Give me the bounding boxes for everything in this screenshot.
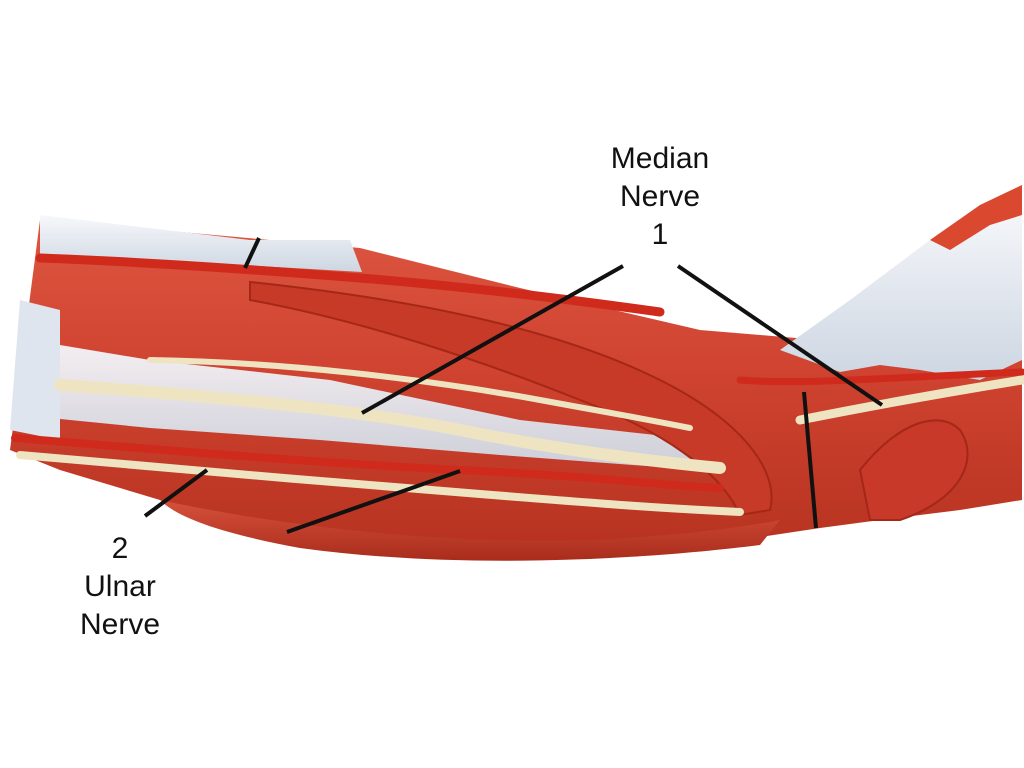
ulnar-nerve-label: 2 Ulnar Nerve	[60, 530, 180, 644]
leader-line-vertical	[802, 391, 818, 529]
lower-forearm-muscle	[160, 500, 780, 561]
elbow-muscle-lower	[858, 419, 969, 521]
ulnar-artery	[11, 434, 724, 492]
elbow-artery	[736, 368, 1024, 386]
ulnar-nerve-label-line1: Ulnar	[84, 570, 156, 603]
median-nerve-number: 1	[651, 218, 669, 251]
elbow-muscle-top	[930, 185, 1022, 250]
median-nerve	[54, 379, 726, 474]
leader-line-ulnar-middle	[286, 469, 461, 534]
median-nerve-branch	[147, 357, 693, 431]
leader-line-median-left	[361, 264, 624, 415]
median-nerve-label-line2: Nerve	[619, 180, 701, 213]
wrist-tendons-left-edge	[10, 300, 60, 440]
ulnar-nerve-number: 2	[111, 532, 129, 565]
ulnar-nerve	[16, 451, 744, 516]
leader-line-ulnar-left	[143, 468, 209, 518]
median-nerve-elbow	[795, 375, 1024, 425]
median-nerve-label: Median Nerve 1	[590, 140, 730, 254]
elbow-tendon-region	[780, 200, 1022, 380]
median-nerve-label-line1: Median	[610, 142, 710, 175]
leader-line-median-right	[676, 264, 884, 407]
ulnar-nerve-label-line2: Nerve	[79, 608, 161, 641]
leader-line-top-left	[243, 237, 261, 269]
leader-lines	[143, 237, 884, 534]
